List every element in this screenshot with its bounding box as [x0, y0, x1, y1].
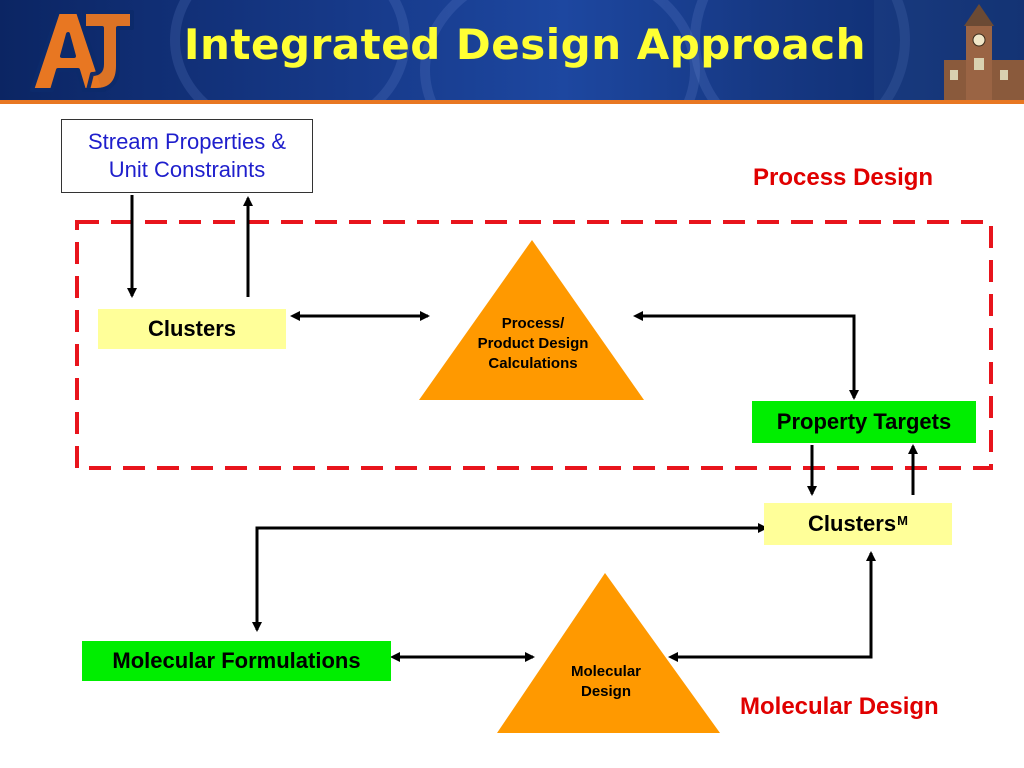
- process-triangle-line3: Calculations: [488, 355, 578, 372]
- clusters-label: Clusters: [147, 316, 237, 341]
- process-design-triangle: [419, 240, 644, 400]
- molecular-triangle-label: Molecular Design: [546, 662, 666, 702]
- property-targets-label: Property Targets: [776, 409, 952, 434]
- stream-box-line1: Stream Properties &: [87, 129, 287, 154]
- header-banner: AU Integrated Design Approach: [0, 0, 1024, 104]
- stream-box-line2: Unit Constraints: [108, 157, 266, 182]
- clusters-box: Clusters: [98, 309, 286, 349]
- molecular-formulations-box: Molecular Formulations: [82, 641, 391, 681]
- process-design-label: Process Design: [753, 164, 934, 191]
- process-design-region: [75, 220, 993, 470]
- process-triangle-line2: Product Design: [477, 335, 589, 352]
- header-swirl: [170, 0, 410, 100]
- molecular-triangle-line2: Design: [580, 683, 631, 700]
- molecular-design-label: Molecular Design: [740, 693, 939, 720]
- header-swirl: [690, 0, 910, 100]
- molecular-triangle-line1: Molecular: [570, 663, 642, 680]
- page-title: Integrated Design Approach: [183, 20, 867, 69]
- auburn-logo: AU: [30, 10, 134, 92]
- stream-properties-box: Stream Properties & Unit Constraints: [61, 119, 313, 193]
- clusters-m-label: Clusters: [808, 511, 897, 536]
- molecular-formulations-label: Molecular Formulations: [112, 648, 361, 673]
- arrow-clustersm-formulations: [252, 523, 768, 632]
- property-targets-box: Property Targets: [752, 401, 976, 443]
- molecular-design-triangle: [497, 573, 720, 733]
- arrow-molecular-clustersm: [668, 551, 876, 662]
- clusters-m-superscript: M: [897, 512, 908, 528]
- clock-tower-image: [874, 0, 1024, 100]
- process-triangle-line1: Process/: [501, 315, 565, 332]
- process-triangle-label: Process/ Product Design Calculations: [458, 314, 608, 374]
- arrow-process-targets: [633, 311, 859, 400]
